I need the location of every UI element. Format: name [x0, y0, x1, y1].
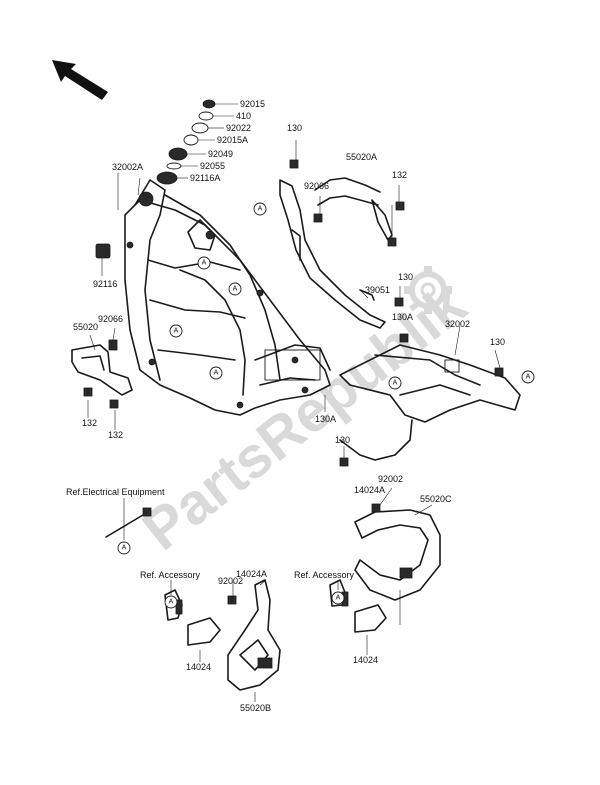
label-130A-mid: 130A	[392, 312, 413, 322]
label-92002-b: 92002	[218, 576, 243, 586]
label-14024A-b: 14024A	[236, 569, 267, 579]
bushing-92116	[95, 243, 111, 276]
label-39051: 39051	[365, 285, 390, 295]
label-92015: 92015	[240, 99, 265, 109]
label-92116A: 92116A	[190, 173, 220, 183]
connector-a-10: A	[331, 591, 345, 605]
label-32002A: 32002A	[112, 162, 143, 172]
label-130A-low: 130A	[315, 414, 336, 424]
connector-a-1: A	[197, 256, 211, 270]
label-92049: 92049	[208, 149, 233, 159]
label-55020: 55020	[73, 322, 98, 332]
label-132-left2: 132	[108, 430, 123, 440]
connector-a-2: A	[228, 282, 242, 296]
rear-subframe	[279, 159, 405, 329]
connector-a-9: A	[164, 595, 178, 609]
electrical-rod	[105, 507, 152, 538]
label-14024-c: 14024	[353, 655, 378, 665]
direction-arrow-icon	[52, 60, 108, 100]
label-92055: 92055	[200, 161, 225, 171]
guard-55020	[71, 339, 133, 409]
svg-text:A: A	[258, 206, 263, 213]
label-55020A: 55020A	[346, 152, 377, 162]
part-labels: 92015 410 92022 92015A 92049 92055 92116…	[66, 99, 505, 713]
label-130-top: 130	[287, 123, 302, 133]
label-32002: 32002	[445, 319, 470, 329]
label-130-right: 130	[490, 337, 505, 347]
label-132-left1: 132	[82, 418, 97, 428]
label-14024-b: 14024	[186, 662, 211, 672]
bracket-32002	[339, 297, 521, 423]
label-132-top: 132	[392, 170, 407, 180]
leader-lines	[87, 103, 501, 702]
svg-text:A: A	[169, 599, 174, 606]
connector-a-3: A	[169, 324, 183, 338]
svg-text:A: A	[214, 370, 219, 377]
gear-watermark-icon	[404, 266, 452, 314]
label-410: 410	[236, 111, 251, 121]
steering-stem-parts	[156, 99, 216, 185]
watermark-text: PartsRepublik	[131, 271, 479, 563]
svg-text:A: A	[233, 286, 238, 293]
connector-a-7: A	[521, 370, 535, 384]
svg-text:A: A	[202, 260, 207, 267]
label-130-low: 130	[335, 435, 350, 445]
label-92002-a: 92002	[378, 474, 403, 484]
ref-accessory-right: Ref. Accessory	[294, 570, 355, 580]
label-92015A: 92015A	[217, 135, 248, 145]
connector-a-8: A	[117, 541, 131, 555]
svg-text:A: A	[122, 545, 127, 552]
label-130-mid: 130	[398, 272, 413, 282]
connector-a-4: A	[209, 366, 223, 380]
label-92022: 92022	[226, 123, 251, 133]
guard-55020B	[227, 579, 281, 691]
clamp-14024-right	[329, 579, 387, 633]
svg-text:A: A	[526, 374, 531, 381]
label-55020C: 55020C	[420, 494, 452, 504]
connector-a-5: A	[253, 202, 267, 216]
connector-markers: A A A A A A A A A A	[117, 202, 535, 609]
connector-a-6: A	[388, 376, 402, 390]
clamp-14024-left	[164, 589, 221, 646]
svg-text:A: A	[174, 328, 179, 335]
main-frame	[124, 179, 331, 416]
ref-electrical-equipment: Ref.Electrical Equipment	[66, 487, 165, 497]
label-92066-top: 92066	[304, 181, 329, 191]
guard-55020C	[339, 419, 441, 601]
label-92116: 92116	[93, 279, 117, 289]
svg-text:A: A	[393, 380, 398, 387]
label-14024A-a: 14024A	[354, 485, 385, 495]
watermark: PartsRepublik	[131, 271, 479, 563]
label-55020B: 55020B	[240, 703, 271, 713]
ref-accessory-left: Ref. Accessory	[140, 570, 201, 580]
svg-text:A: A	[336, 595, 341, 602]
label-92066-left: 92066	[98, 314, 123, 324]
